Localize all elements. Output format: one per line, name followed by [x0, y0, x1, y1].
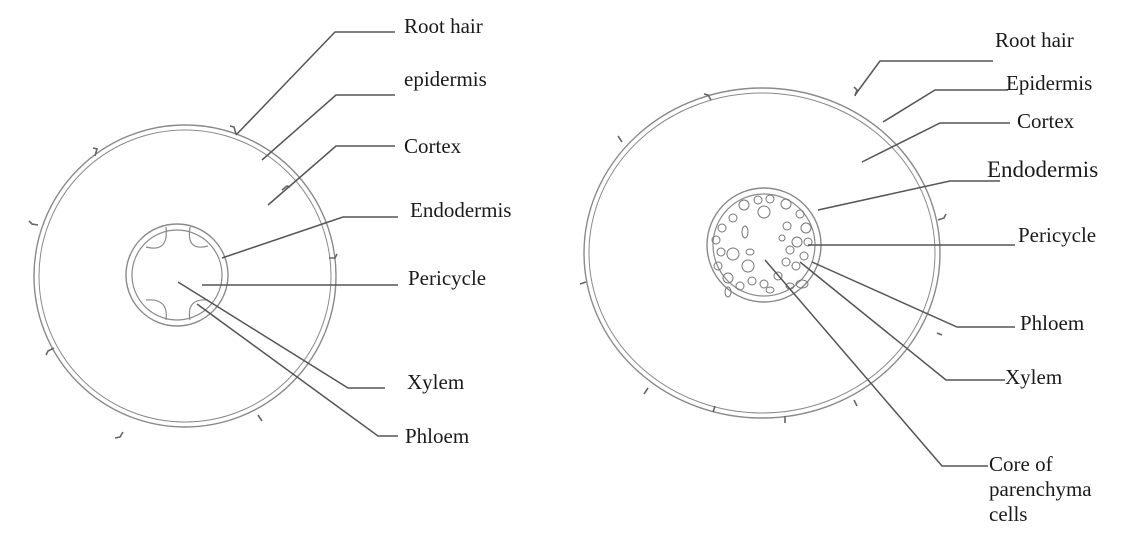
right-leader-phloem [812, 262, 1015, 327]
left-leader-epidermis [262, 95, 395, 160]
left-label-pericycle: Pericycle [408, 268, 486, 289]
right-root-section [580, 87, 946, 423]
right-leader-lines [765, 61, 1015, 466]
left-leader-lines [178, 32, 398, 436]
left-root-section [29, 125, 337, 438]
left-label-phloem: Phloem [405, 426, 469, 447]
right-leader-epidermis [883, 90, 1008, 122]
left-pericycle-inner [132, 230, 222, 320]
left-epidermis-outer [34, 125, 336, 427]
left-endodermis-outer [126, 224, 228, 326]
right-label-pericycle: Pericycle [1018, 225, 1096, 246]
right-label-cortex: Cortex [1017, 111, 1074, 132]
left-leader-cortex [268, 146, 395, 205]
left-label-endodermis: Endodermis [410, 200, 511, 221]
right-leader-xylem [800, 262, 1005, 380]
left-leader-endodermis [222, 217, 398, 258]
left-label-root-hair: Root hair [404, 16, 483, 37]
right-label-root-hair: Root hair [995, 30, 1074, 51]
left-label-xylem: Xylem [407, 372, 464, 393]
left-label-epidermis: epidermis [404, 69, 487, 90]
left-epidermis-inner [39, 130, 331, 422]
right-label-phloem: Phloem [1020, 313, 1084, 334]
right-label-endodermis: Endodermis [987, 158, 1098, 181]
right-leader-endodermis [818, 181, 1000, 210]
right-epidermis-outer [584, 88, 940, 418]
right-endodermis-outer [707, 188, 821, 302]
right-epidermis-inner [589, 93, 935, 413]
left-label-cortex: Cortex [404, 136, 461, 157]
right-label-epidermis: Epidermis [1006, 73, 1092, 94]
left-leader-root-hair [236, 32, 395, 135]
right-label-xylem: Xylem [1005, 367, 1062, 388]
left-leader-xylem [178, 282, 385, 388]
right-label-core: Core of parenchyma cells [989, 452, 1099, 527]
